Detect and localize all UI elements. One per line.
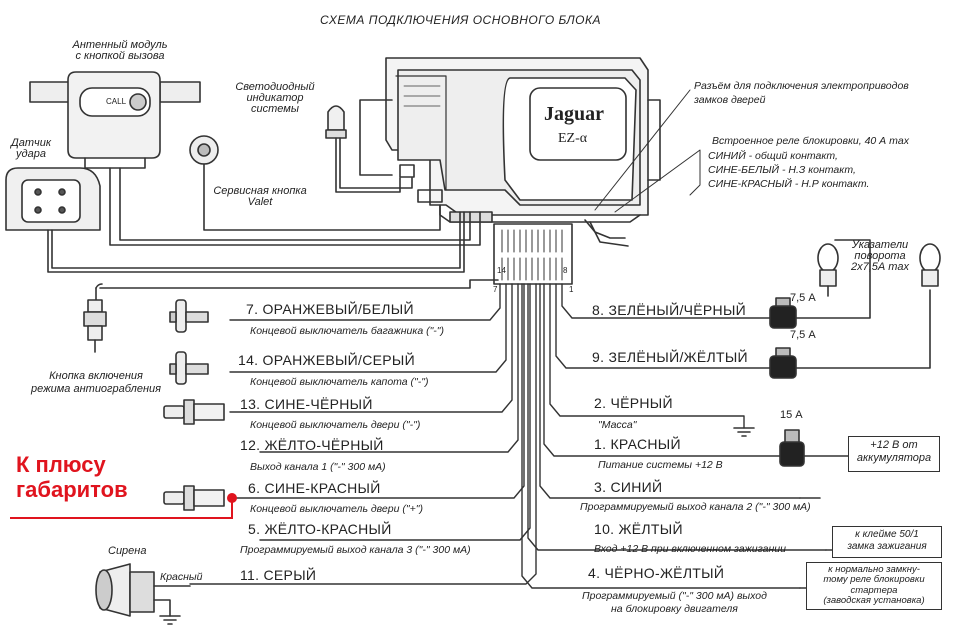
brand-label: Jaguar — [544, 103, 604, 125]
pin-label-14: 14 — [497, 266, 506, 275]
wire-desc-14: Концевой выключатель капота ("-") — [250, 376, 429, 388]
wire-desc-5: Программируемый выход канала 3 ("-" 300 … — [240, 544, 471, 556]
relay-blue-label: СИНИЙ - общий контакт, — [708, 150, 838, 162]
pin-label-7: 7 — [493, 285, 498, 294]
antenna-module — [29, 71, 201, 169]
wire-desc-10: Вход +12 В при включенном зажигании — [594, 543, 786, 555]
relay-blue-white-label: СИНЕ-БЕЛЫЙ - Н.З контакт, — [708, 164, 856, 176]
fuse-label-9: 7,5 А — [790, 329, 816, 341]
battery-box: +12 В от аккумулятора — [848, 436, 940, 472]
annotation-text: К плюсу габаритов — [16, 452, 128, 503]
turn-lamp-right — [919, 243, 941, 287]
valet-button — [189, 135, 219, 165]
fuse-7-5a-2 — [769, 347, 797, 379]
wire-label-11: 11. СЕРЫЙ — [240, 567, 317, 583]
hood-switch — [169, 351, 209, 385]
pin-label-8: 8 — [563, 266, 568, 275]
door-switch-neg — [163, 399, 225, 425]
door-lock-connector-label: Разъём для подключения электроприводов з… — [694, 80, 909, 106]
turn-lamp-left — [817, 243, 839, 297]
shock-sensor-label: Датчик удара — [10, 137, 52, 160]
wire-label-2: 2. ЧЁРНЫЙ — [594, 395, 673, 411]
wire-desc-12: Выход канала 1 ("-" 300 мА) — [250, 461, 386, 473]
wire-label-9: 9. ЗЕЛЁНЫЙ/ЖЁЛТЫЙ — [592, 349, 748, 365]
fuse-label-1: 15 А — [780, 409, 803, 421]
main-unit — [359, 57, 661, 285]
annotation-marker — [10, 493, 237, 519]
wire-desc-6: Концевой выключатель двери ("+") — [250, 503, 423, 515]
wire-desc-3: Программируемый выход канала 2 ("-" 300 … — [580, 501, 811, 513]
wire-desc-2: "Масса" — [598, 419, 637, 431]
model-label: EZ-α — [558, 131, 588, 146]
wire-desc-4: Программируемый ("-" 300 мА) выход на бл… — [582, 590, 767, 615]
door-switch-pos — [163, 485, 225, 511]
wire-label-7: 7. ОРАНЖЕВЫЙ/БЕЛЫЙ — [246, 301, 414, 317]
trunk-switch — [169, 299, 209, 333]
shock-sensor — [5, 167, 101, 231]
wire-label-5: 5. ЖЁЛТО-КРАСНЫЙ — [248, 521, 392, 537]
valet-label: Сервисная кнопка Valet — [213, 185, 307, 208]
ignition-box: к клейме 50/1 замка зажигания — [832, 526, 942, 558]
led-indicator — [325, 105, 347, 139]
wire-label-3: 3. СИНИЙ — [594, 479, 663, 495]
wire-label-4: 4. ЧЁРНО-ЖЁЛТЫЙ — [588, 565, 725, 581]
siren-wire-label: Красный — [160, 571, 203, 583]
wire-label-10: 10. ЖЁЛТЫЙ — [594, 521, 683, 537]
wire-label-12: 12. ЖЁЛТО-ЧЁРНЫЙ — [240, 437, 384, 453]
pin-label-1: 1 — [569, 285, 574, 294]
led-label: Светодиодный индикатор системы — [235, 81, 315, 115]
wire-label-6: 6. СИНЕ-КРАСНЫЙ — [248, 480, 381, 496]
fuse-7-5a-1 — [769, 297, 797, 329]
fuse-label-8: 7,5 А — [790, 292, 816, 304]
siren — [95, 563, 191, 625]
wire-desc-1: Питание системы +12 В — [598, 459, 723, 471]
fuse-15a — [779, 429, 805, 467]
siren-label: Сирена — [108, 545, 147, 557]
wire-desc-7: Концевой выключатель багажника ("-") — [250, 325, 445, 337]
wire-label-13: 13. СИНЕ-ЧЁРНЫЙ — [240, 396, 373, 412]
antihijack-label: Кнопка включения режима антиограбления — [30, 370, 162, 396]
antenna-label: Антенный модуль с кнопкой вызова — [72, 39, 168, 62]
diagram-title: СХЕМА ПОДКЛЮЧЕНИЯ ОСНОВНОГО БЛОКА — [320, 13, 602, 27]
wire-label-8: 8. ЗЕЛЁНЫЙ/ЧЁРНЫЙ — [592, 302, 747, 318]
relay-label: Встроенное реле блокировки, 40 А max — [712, 135, 909, 147]
wire-label-1: 1. КРАСНЫЙ — [594, 436, 681, 452]
starter-relay-box: к нормально замкну- тому реле блокировки… — [806, 562, 942, 610]
wire-label-14: 14. ОРАНЖЕВЫЙ/СЕРЫЙ — [238, 352, 415, 368]
wire-desc-13: Концевой выключатель двери ("-") — [250, 419, 421, 431]
call-button-label: CALL — [106, 97, 127, 106]
turn-signals-label: Указатели поворота 2х7,5А max — [850, 239, 910, 273]
relay-blue-red-label: СИНЕ-КРАСНЫЙ - Н.Р контакт. — [708, 178, 870, 190]
